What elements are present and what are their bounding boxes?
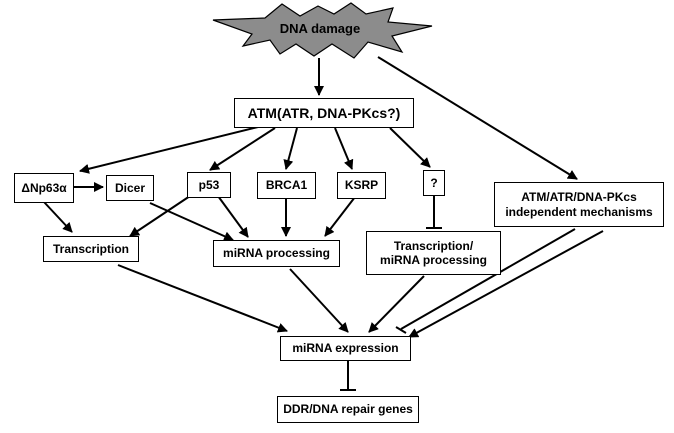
edge-p53-processing bbox=[217, 195, 249, 238]
mirna-processing-node: miRNA processing bbox=[213, 240, 340, 267]
ddr-genes-label: DDR/DNA repair genes bbox=[283, 402, 413, 417]
edge-transcription-expression bbox=[117, 264, 288, 333]
edge-dicer-processing bbox=[149, 202, 234, 241]
dna-damage-burst bbox=[212, 2, 433, 59]
transcription-mirna-line1: Transcription/ bbox=[393, 238, 474, 253]
edge-processing-expression bbox=[289, 268, 349, 333]
edge-transcription-mirna-expression bbox=[368, 275, 425, 333]
transcription-label: Transcription bbox=[52, 241, 129, 256]
edge-atm-brca1 bbox=[283, 127, 298, 170]
p53-node: p53 bbox=[187, 172, 231, 198]
transcription-mirna-processing-node: Transcription/ miRNA processing bbox=[366, 231, 501, 275]
ksrp-node: KSRP bbox=[337, 172, 386, 199]
brca1-label: BRCA1 bbox=[265, 178, 308, 193]
p53-label: p53 bbox=[198, 177, 220, 192]
transcription-node: Transcription bbox=[43, 236, 139, 262]
edge-atm-dnp63a bbox=[79, 126, 259, 174]
dna-damage-label: DNA damage bbox=[279, 21, 361, 36]
edge-independent-expression-inhibit bbox=[400, 228, 576, 330]
ddr-genes-node: DDR/DNA repair genes bbox=[277, 396, 419, 423]
edge-atm-p53 bbox=[209, 127, 276, 171]
edge-independent-expression-activate bbox=[408, 230, 604, 338]
edge-atm-ksrp bbox=[334, 127, 354, 170]
dnp63a-node: ΔNp63α bbox=[14, 173, 74, 203]
unknown-label: ? bbox=[430, 175, 438, 190]
unknown-node: ? bbox=[423, 170, 445, 196]
ksrp-label: KSRP bbox=[344, 178, 379, 193]
dicer-label: Dicer bbox=[114, 180, 146, 195]
dicer-node: Dicer bbox=[106, 175, 154, 201]
independent-label-line2: independent mechanisms bbox=[505, 204, 653, 219]
edge-p53-transcription bbox=[129, 195, 191, 237]
edge-dnp63a-transcription bbox=[43, 201, 73, 233]
mirna-expression-node: miRNA expression bbox=[280, 336, 411, 361]
brca1-node: BRCA1 bbox=[257, 172, 316, 199]
edge-independent-expression-inhibit-bar bbox=[395, 326, 407, 334]
edge-damage-independent bbox=[377, 56, 578, 180]
dnp63a-label: ΔNp63α bbox=[21, 180, 67, 195]
atm-node: ATM(ATR, DNA-PKcs?) bbox=[234, 98, 414, 128]
edge-atm-question bbox=[389, 127, 431, 168]
transcription-mirna-line2: miRNA processing bbox=[380, 253, 487, 267]
mirna-expression-label: miRNA expression bbox=[292, 341, 399, 356]
independent-mechanisms-node: ATM/ATR/DNA-PKcs independent mechanisms bbox=[494, 182, 664, 227]
mirna-processing-label: miRNA processing bbox=[223, 246, 330, 261]
edge-ksrp-processing bbox=[324, 196, 356, 237]
atm-label: ATM(ATR, DNA-PKcs?) bbox=[247, 104, 401, 121]
independent-label-line1: ATM/ATR/DNA-PKcs bbox=[521, 190, 637, 205]
